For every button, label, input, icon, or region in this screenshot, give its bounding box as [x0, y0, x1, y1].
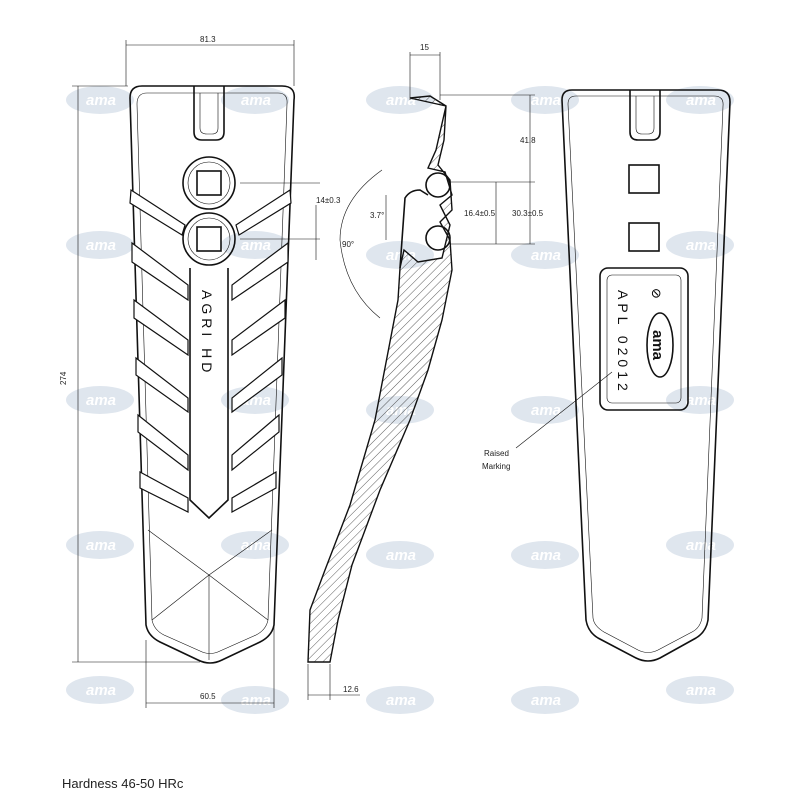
dim-bottom-width: 60.5 [200, 692, 216, 701]
watermark-badge: ama [66, 86, 134, 114]
upper-hole [182, 156, 236, 210]
right-ribs [231, 188, 292, 514]
section-hole-upper [425, 172, 451, 198]
watermark-badge: ama [221, 231, 289, 259]
svg-text:ama: ama [86, 537, 116, 554]
watermark-badge: ama [66, 386, 134, 414]
svg-text:ama: ama [686, 92, 716, 109]
front-dimensions: 81.3 274 60.5 14±0.3 [59, 35, 341, 708]
tip-facets [147, 529, 273, 660]
back-outline [561, 89, 731, 662]
svg-text:ama: ama [686, 682, 716, 699]
plate-logo: ama [649, 330, 666, 361]
back-top-slot [629, 90, 661, 141]
svg-text:ama: ama [686, 237, 716, 254]
watermark-badge: ama [66, 531, 134, 559]
dim-total-length: 274 [59, 371, 68, 385]
svg-text:ama: ama [386, 547, 416, 564]
dim-angle-right: 90° [342, 240, 354, 249]
dim-hole-distance: 30.3±0.5 [512, 209, 544, 218]
marking-plate [599, 267, 689, 411]
plate-logo-oval [646, 312, 674, 378]
watermark-badge: ama [366, 686, 434, 714]
section-hole-lower [425, 225, 451, 251]
dim-hole-size: 16.4±0.5 [464, 209, 496, 218]
svg-text:ama: ama [386, 92, 416, 109]
watermark-badge: ama [511, 686, 579, 714]
svg-text:ama: ama [686, 537, 716, 554]
watermark-badge: ama [221, 86, 289, 114]
svg-text:ama: ama [86, 682, 116, 699]
svg-text:ama: ama [241, 92, 271, 109]
raised-marking-callout: Raised Marking [482, 371, 613, 471]
back-view: APL 02012 ⊘ ama [561, 89, 731, 662]
hardness-note: Hardness 46-50 HRc [62, 776, 184, 791]
side-dimensions: 15 41.8 16.4±0.5 30.3±0.5 12.6 [307, 43, 544, 700]
dim-front-width: 15 [420, 43, 429, 52]
svg-text:ama: ama [241, 237, 271, 254]
watermark-badge: ama [366, 541, 434, 569]
dim-tip-thickness: 12.6 [343, 685, 359, 694]
watermark-badge: ama [221, 531, 289, 559]
dim-top-width: 81.3 [200, 35, 216, 44]
watermark-badge: ama [221, 686, 289, 714]
svg-text:ama: ama [386, 692, 416, 709]
svg-text:ama: ama [531, 547, 561, 564]
callout-line2: Marking [482, 462, 510, 471]
watermark-badge: ama [66, 231, 134, 259]
lower-hole [182, 212, 236, 266]
svg-text:ama: ama [241, 537, 271, 554]
svg-text:ama: ama [531, 92, 561, 109]
svg-text:ama: ama [686, 392, 716, 409]
top-slot [193, 86, 225, 141]
front-outline [129, 85, 296, 664]
back-square-hole-upper [628, 164, 660, 194]
embossed-label: AGRI HD [199, 290, 215, 376]
svg-text:ama: ama [86, 237, 116, 254]
dim-angle-small: 3.7° [370, 211, 384, 220]
angle-arc-90 [339, 169, 383, 319]
watermark-badge: ama [666, 531, 734, 559]
dim-top-to-hole: 41.8 [520, 136, 536, 145]
watermark-badge: ama [666, 676, 734, 704]
section-hatch [307, 95, 453, 663]
watermark-badge: ama [66, 676, 134, 704]
svg-text:ama: ama [241, 692, 271, 709]
back-square-hole-lower [628, 222, 660, 252]
svg-text:ama: ama [531, 692, 561, 709]
watermark-badge: ama [511, 396, 579, 424]
svg-text:ama: ama [531, 247, 561, 264]
dim-hole-spacing: 14±0.3 [316, 196, 341, 205]
front-view: AGRI HD [129, 85, 296, 664]
left-ribs [129, 188, 189, 513]
part-code: APL 02012 [615, 290, 631, 395]
watermark-badge: ama [511, 541, 579, 569]
svg-text:ama: ama [86, 92, 116, 109]
plate-symbol: ⊘ [648, 288, 663, 299]
svg-text:ama: ama [86, 392, 116, 409]
watermark-badge: ama [511, 241, 579, 269]
center-spine [189, 268, 229, 520]
svg-text:ama: ama [531, 402, 561, 419]
watermark-badge: ama [366, 86, 434, 114]
side-view: 3.7° 90° [307, 95, 453, 663]
callout-line1: Raised [484, 449, 509, 458]
